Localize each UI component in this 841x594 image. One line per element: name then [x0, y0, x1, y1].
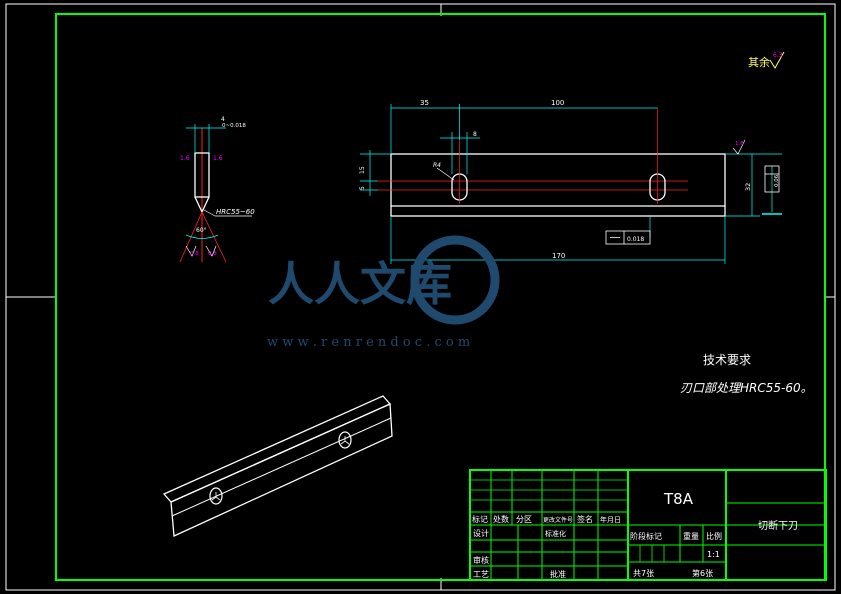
- dim-100: 100: [551, 99, 564, 107]
- flatness-tol-frame: [605, 230, 651, 245]
- iso-hole-right-mark: [340, 436, 350, 445]
- dim-170: 170: [552, 252, 565, 260]
- angle-arc: [185, 234, 219, 239]
- dim-r4: R4: [433, 162, 441, 169]
- iso-edge-line: [171, 417, 392, 517]
- watermark: 人人文库 w w w . r e n r e n d o c . c o m: [267, 235, 500, 350]
- iso-front-face: [170, 403, 393, 537]
- tb-label-marks: 标记: [472, 514, 488, 524]
- tb-label-scale: 比例: [706, 531, 722, 541]
- dim-5: 5: [359, 186, 366, 190]
- side-finish-bottom-right: 0.8: [208, 251, 217, 257]
- side-dim-b: 0~0.018: [222, 123, 246, 129]
- side-finish-left: 1.6: [180, 155, 190, 162]
- hardness-leader: [203, 209, 216, 217]
- tb-label-weight: 重量: [683, 531, 699, 541]
- drawing-frame: [55, 13, 826, 581]
- side-finish-symbol-right: [205, 245, 217, 257]
- tb-label-process: 工艺: [473, 570, 489, 579]
- side-hardness: HRC55~60: [216, 208, 255, 216]
- dim-32: 32: [744, 183, 752, 191]
- parallel-tol: 0.06: [774, 174, 780, 187]
- side-finish-bottom-left: 0.8: [190, 251, 199, 257]
- finish-note-label: 其余: [748, 55, 770, 69]
- title-block-text: T8A 切断下刀 标记 处数 分区 更改文件号 签名 年月日 设计 标准化 审核…: [472, 490, 798, 579]
- technical-requirements: 技术要求 刃口部处理HRC55-60。: [680, 353, 813, 395]
- isometric-view: [162, 395, 393, 537]
- side-finish-right: 1.6: [213, 155, 223, 162]
- iso-top-face: [162, 395, 392, 503]
- blade-body: [390, 153, 726, 217]
- front-finish-symbol: [732, 139, 746, 155]
- tb-label-standard: 标准化: [545, 529, 566, 538]
- watermark-ring: [410, 235, 500, 325]
- side-view: 4 0~0.018 1.6 1.6 HRC55~60 60° 0.8 0.8: [179, 116, 255, 263]
- tb-label-design: 设计: [473, 528, 489, 538]
- tb-label-sign: 签名: [577, 514, 593, 524]
- iso-hole-left-mark: [211, 492, 221, 501]
- tb-label-approve: 批准: [550, 569, 566, 579]
- parallel-tol-frame: [764, 165, 780, 193]
- tb-total-sheets: 共7张: [633, 569, 654, 578]
- iso-hole-left: [209, 487, 223, 505]
- tb-part-name: 切断下刀: [758, 519, 798, 532]
- tb-sheet-no: 第6张: [692, 568, 713, 578]
- tech-req-line1: 刃口部处理HRC55-60。: [680, 381, 813, 395]
- dim-8: 8: [473, 131, 477, 138]
- tb-label-review: 审核: [473, 555, 489, 565]
- tb-material: T8A: [663, 490, 694, 508]
- front-finish-right: 1.6: [735, 141, 744, 147]
- watermark-url: w w w . r e n r e n d o c . c o m: [267, 335, 470, 350]
- r4-leader: [436, 167, 455, 181]
- side-body: [194, 152, 210, 198]
- flatness-tol: 0.018: [627, 236, 644, 243]
- dim-15: 15: [359, 166, 366, 174]
- finish-symbol: [769, 51, 785, 69]
- watermark-text: 人人文库: [268, 257, 452, 311]
- front-view: 35 100 8 R4 15 5 32 1.6 0.06 170 0.018: [359, 99, 782, 264]
- finish-note-value: 6.3: [773, 52, 783, 59]
- iso-hole-right: [338, 431, 352, 449]
- dim-35: 35: [420, 99, 429, 107]
- tb-label-zone: 分区: [516, 515, 532, 524]
- tech-req-title: 技术要求: [703, 353, 751, 367]
- side-dim-a: 4: [221, 116, 225, 123]
- tb-label-change: 更改文件号: [543, 516, 573, 524]
- tb-label-date: 年月日: [600, 515, 621, 524]
- surface-finish-note: 其余 6.3: [748, 51, 785, 69]
- tb-label-stage: 阶段标记: [630, 531, 662, 541]
- tb-scale: 1:1: [707, 550, 720, 559]
- side-finish-symbol-left: [185, 245, 197, 257]
- title-block: [469, 469, 827, 581]
- side-angle: 60°: [196, 227, 207, 234]
- tb-label-count: 处数: [493, 514, 509, 524]
- angle-ray-right: [201, 211, 227, 263]
